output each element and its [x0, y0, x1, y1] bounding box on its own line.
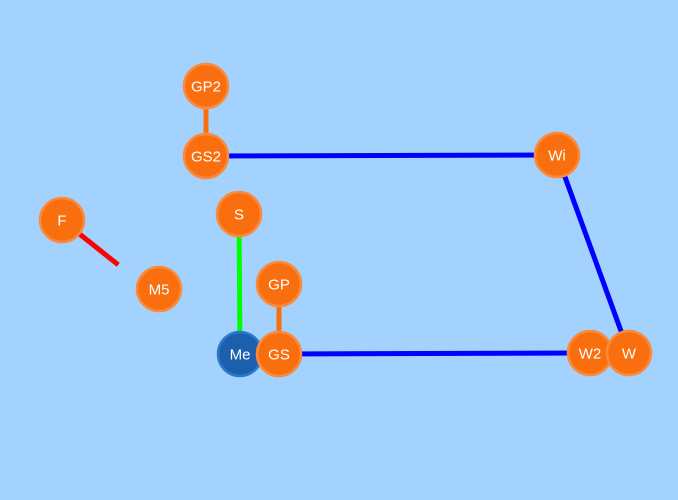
edge-gs2-wi	[205, 152, 558, 159]
node-circle	[38, 196, 86, 244]
node-gp2[interactable]: GP2	[182, 62, 230, 110]
edge-wi-w	[554, 154, 632, 354]
node-circle	[182, 132, 230, 180]
node-circle	[215, 190, 263, 238]
node-circle	[182, 62, 230, 110]
node-me[interactable]: Me	[216, 330, 264, 378]
node-m5[interactable]: M5	[135, 265, 183, 313]
node-circle	[216, 330, 264, 378]
node-s[interactable]: S	[215, 190, 263, 238]
node-circle	[255, 260, 303, 308]
node-gs[interactable]: GS	[255, 330, 303, 378]
edge-layer	[60, 86, 632, 357]
edge-s-me	[236, 213, 243, 355]
edge-gs-w2	[278, 350, 591, 357]
node-gp[interactable]: GP	[255, 260, 303, 308]
node-w2[interactable]: W2	[566, 329, 614, 377]
node-circle	[255, 330, 303, 378]
node-wi[interactable]: Wi	[533, 131, 581, 179]
node-circle	[135, 265, 183, 313]
node-circle	[533, 131, 581, 179]
node-gs2[interactable]: GS2	[182, 132, 230, 180]
node-circle	[566, 329, 614, 377]
node-circle	[605, 329, 653, 377]
node-f[interactable]: F	[38, 196, 86, 244]
node-w[interactable]: W	[605, 329, 653, 377]
